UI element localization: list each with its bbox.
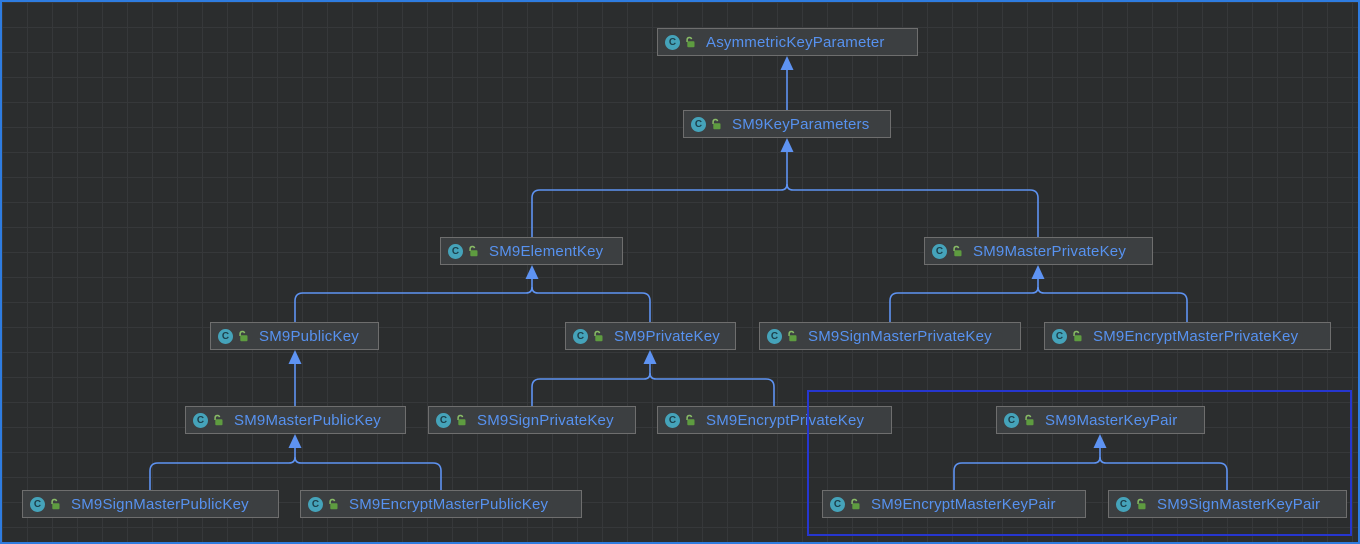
class-icon: C <box>218 328 233 344</box>
class-name-label: SM9EncryptMasterPrivateKey <box>1093 327 1299 345</box>
class-icon: C <box>30 496 45 512</box>
unlocked-padlock-icon <box>851 498 860 510</box>
class-icon: C <box>573 328 588 344</box>
unlocked-padlock-icon <box>329 498 338 510</box>
class-node-SM9EncryptPrivateKey[interactable]: C SM9EncryptPrivateKey <box>657 406 892 434</box>
class-name-label: AsymmetricKeyParameter <box>706 33 885 51</box>
class-node-SM9SignPrivateKey[interactable]: C SM9SignPrivateKey <box>428 406 636 434</box>
class-name-label: SM9SignMasterPublicKey <box>71 495 249 513</box>
class-icon: C <box>1004 412 1019 428</box>
class-name-label: SM9SignPrivateKey <box>477 411 614 429</box>
class-icon: C <box>665 412 680 428</box>
unlocked-padlock-icon <box>457 414 466 426</box>
class-name-label: SM9EncryptMasterPublicKey <box>349 495 549 513</box>
unlocked-padlock-icon <box>712 118 721 130</box>
unlocked-padlock-icon <box>239 330 248 342</box>
class-node-SM9SignMasterKeyPair[interactable]: C SM9SignMasterKeyPair <box>1108 490 1347 518</box>
inheritance-edge-to-SM9PublicKey <box>288 350 302 406</box>
class-node-SM9MasterPublicKey[interactable]: C SM9MasterPublicKey <box>185 406 406 434</box>
class-name-label: SM9MasterPrivateKey <box>973 242 1127 260</box>
unlocked-padlock-icon <box>788 330 797 342</box>
unlocked-padlock-icon <box>1137 498 1146 510</box>
unlocked-padlock-icon <box>686 414 695 426</box>
class-name-label: SM9MasterKeyPair <box>1045 411 1178 429</box>
class-node-SM9PrivateKey[interactable]: C SM9PrivateKey <box>565 322 736 350</box>
class-node-SM9SignMasterPublicKey[interactable]: C SM9SignMasterPublicKey <box>22 490 279 518</box>
class-name-label: SM9PublicKey <box>259 327 359 345</box>
class-icon: C <box>830 496 845 512</box>
class-node-SM9EncryptMasterPrivateKey[interactable]: C SM9EncryptMasterPrivateKey <box>1044 322 1331 350</box>
inheritance-edge-to-SM9PrivateKey <box>531 350 775 406</box>
class-node-SM9EncryptMasterKeyPair[interactable]: C SM9EncryptMasterKeyPair <box>822 490 1086 518</box>
class-node-AsymmetricKeyParameter[interactable]: C AsymmetricKeyParameter <box>657 28 918 56</box>
class-icon: C <box>767 328 782 344</box>
class-name-label: SM9MasterPublicKey <box>234 411 381 429</box>
unlocked-padlock-icon <box>594 330 603 342</box>
inheritance-edge-to-SM9MasterPrivateKey <box>889 265 1188 322</box>
class-icon: C <box>436 412 451 428</box>
class-node-SM9KeyParameters[interactable]: C SM9KeyParameters <box>683 110 891 138</box>
class-node-SM9MasterKeyPair[interactable]: C SM9MasterKeyPair <box>996 406 1205 434</box>
inheritance-edge-to-SM9MasterPublicKey <box>149 434 442 490</box>
class-icon: C <box>665 34 680 50</box>
inheritance-edge-to-SM9MasterKeyPair <box>953 434 1228 490</box>
class-node-SM9SignMasterPrivateKey[interactable]: C SM9SignMasterPrivateKey <box>759 322 1021 350</box>
class-name-label: SM9PrivateKey <box>614 327 720 345</box>
inheritance-edge-to-AsymmetricKeyParameter <box>780 56 794 110</box>
class-name-label: SM9KeyParameters <box>732 115 870 133</box>
class-icon: C <box>193 412 208 428</box>
unlocked-padlock-icon <box>686 36 695 48</box>
unlocked-padlock-icon <box>1073 330 1082 342</box>
class-name-label: SM9SignMasterKeyPair <box>1157 495 1321 513</box>
class-name-label: SM9SignMasterPrivateKey <box>808 327 992 345</box>
class-node-SM9EncryptMasterPublicKey[interactable]: C SM9EncryptMasterPublicKey <box>300 490 582 518</box>
class-icon: C <box>932 243 947 259</box>
class-icon: C <box>448 243 463 259</box>
unlocked-padlock-icon <box>214 414 223 426</box>
unlocked-padlock-icon <box>953 245 962 257</box>
class-node-SM9MasterPrivateKey[interactable]: C SM9MasterPrivateKey <box>924 237 1153 265</box>
unlocked-padlock-icon <box>1025 414 1034 426</box>
class-name-label: SM9EncryptMasterKeyPair <box>871 495 1056 513</box>
class-name-label: SM9EncryptPrivateKey <box>706 411 865 429</box>
unlocked-padlock-icon <box>51 498 60 510</box>
class-icon: C <box>1052 328 1067 344</box>
unlocked-padlock-icon <box>469 245 478 257</box>
class-icon: C <box>308 496 323 512</box>
class-icon: C <box>1116 496 1131 512</box>
inheritance-edge-to-SM9ElementKey <box>294 265 651 322</box>
class-icon: C <box>691 116 706 132</box>
class-node-SM9PublicKey[interactable]: C SM9PublicKey <box>210 322 379 350</box>
inheritance-edge-to-SM9KeyParameters <box>531 138 1039 237</box>
class-node-SM9ElementKey[interactable]: C SM9ElementKey <box>440 237 623 265</box>
class-name-label: SM9ElementKey <box>489 242 604 260</box>
